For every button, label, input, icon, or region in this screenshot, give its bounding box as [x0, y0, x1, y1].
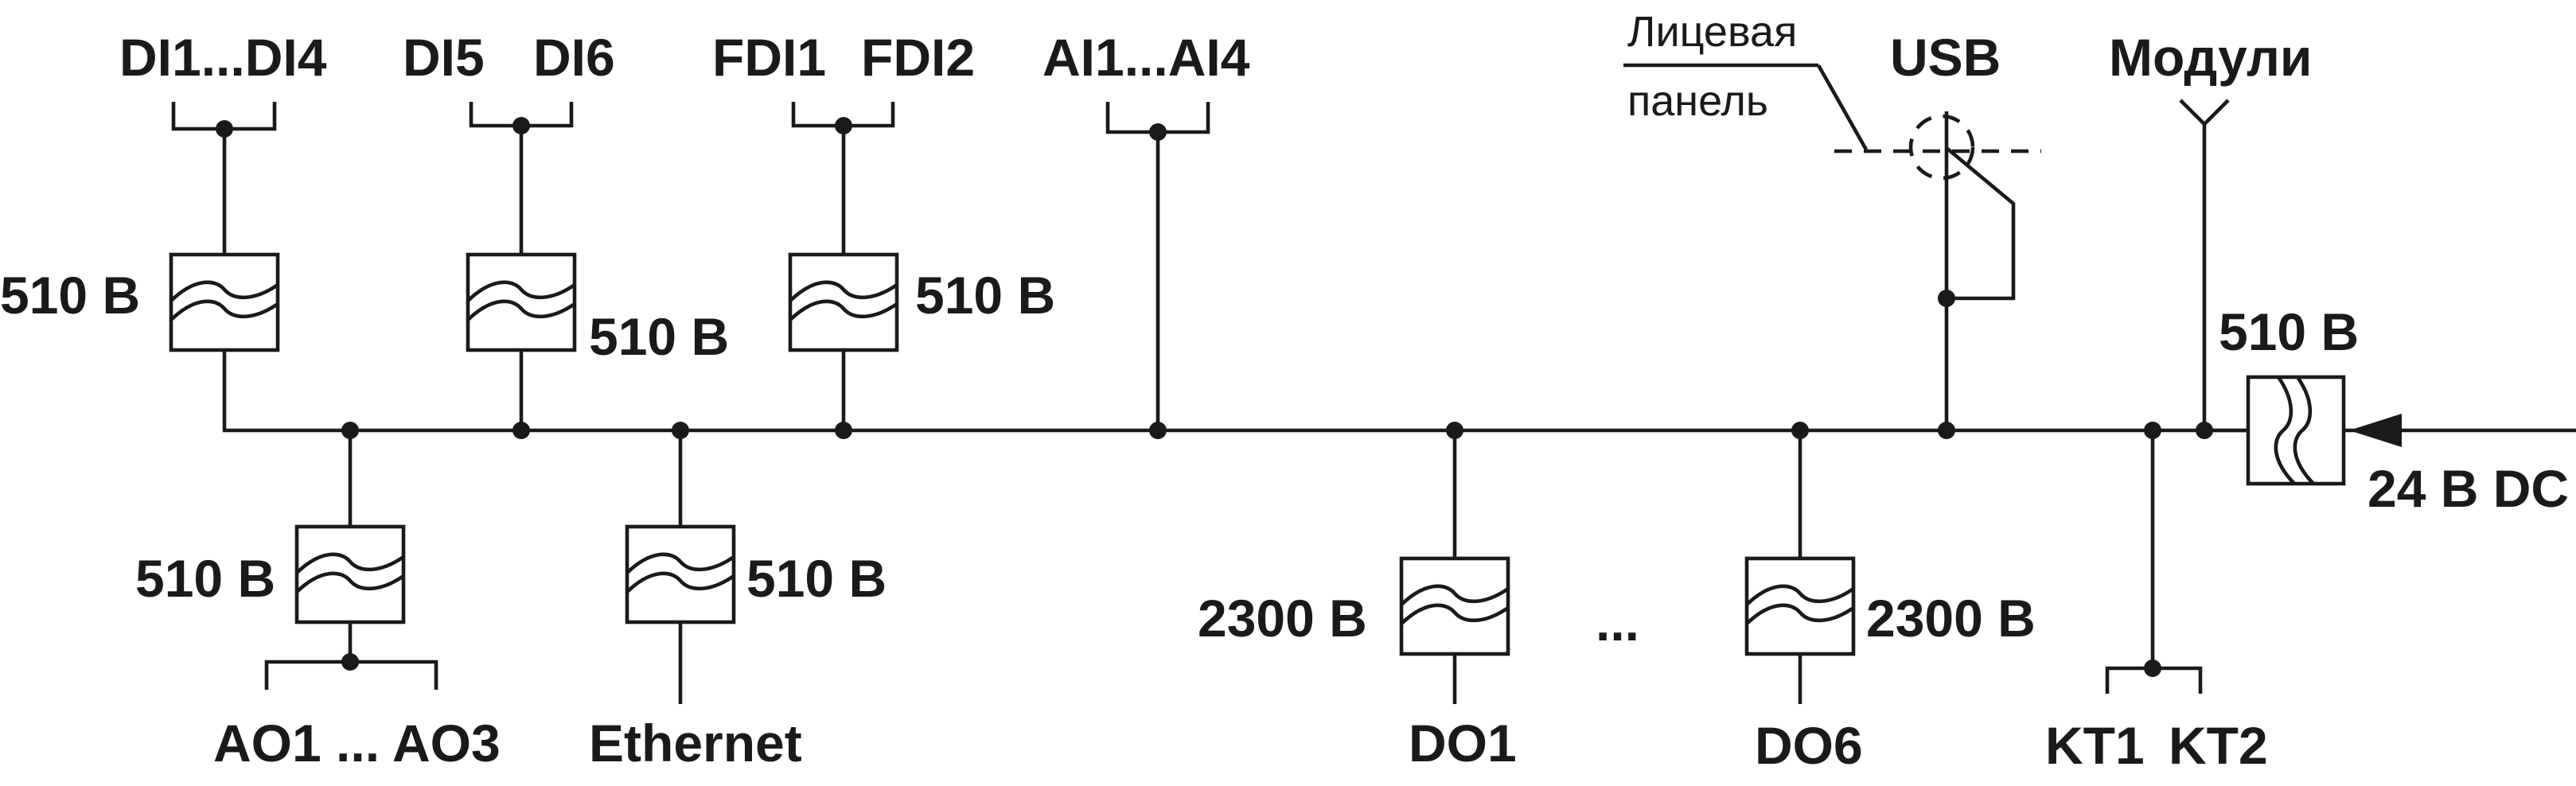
module-connector-icon — [2179, 99, 2230, 127]
junction-dot-icon — [1938, 422, 1955, 439]
di5-label: DI5 — [403, 28, 485, 87]
isolation-barrier-icon — [1747, 558, 1853, 654]
isolation-barrier-icon — [171, 255, 278, 350]
kt-channel: KT1 KT2 — [2045, 422, 2268, 775]
fdi-voltage: 510 В — [915, 266, 1055, 325]
junction-dot-icon — [835, 117, 852, 134]
kt1-label: KT1 — [2045, 716, 2145, 775]
isolation-barrier-icon — [468, 255, 575, 350]
isolation-barrier-icon — [1401, 558, 1508, 654]
junction-dot-icon — [672, 422, 689, 439]
fdi2-label: FDI2 — [861, 28, 975, 87]
do6-channel: 2300 В DO6 — [1747, 422, 2036, 775]
front-panel-label-line2: панель — [1627, 77, 1768, 125]
do1-channel: 2300 В DO1 — [1198, 422, 1517, 772]
usb-channel: Лицевая панель USB — [1623, 8, 2041, 439]
power-input-label: 24 В DC — [2368, 459, 2569, 518]
usb-connector-icon — [1908, 114, 1975, 181]
ao1-3-channel: 510 В AO1 ... AO3 — [135, 422, 501, 772]
modules-channel: Модули — [2109, 28, 2312, 439]
di1-4-voltage: 510 В — [0, 266, 140, 325]
isolation-barrier-icon — [627, 527, 734, 622]
junction-dot-icon — [1149, 422, 1167, 439]
fdi-channel: FDI1 FDI2 510 В — [712, 28, 1055, 439]
fdi1-label: FDI1 — [712, 28, 826, 87]
ai1-4-channel: AI1...AI4 — [1042, 28, 1250, 439]
junction-dot-icon — [512, 422, 530, 439]
junction-dot-icon — [216, 120, 233, 138]
power-input: 510 В 24 В DC — [2204, 302, 2576, 518]
ethernet-voltage: 510 В — [746, 549, 887, 608]
ai1-4-label: AI1...AI4 — [1042, 28, 1250, 87]
modules-label: Модули — [2109, 28, 2312, 87]
do1-voltage: 2300 В — [1198, 589, 1367, 648]
junction-dot-icon — [512, 117, 530, 134]
isolation-barrier-icon — [297, 527, 403, 622]
junction-dot-icon — [341, 653, 359, 671]
junction-dot-icon — [341, 422, 359, 439]
isolation-barrier-icon — [790, 255, 897, 350]
di5-6-channel: DI5 DI6 510 В — [403, 28, 729, 439]
do6-label: DO6 — [1755, 716, 1863, 775]
di5-6-voltage: 510 В — [589, 307, 729, 366]
di1-4-channel: DI1...DI4 510 В — [0, 28, 327, 430]
front-panel-label-line1: Лицевая — [1627, 8, 1797, 56]
power-input-arrow-icon — [2349, 414, 2402, 447]
do6-voltage: 2300 В — [1866, 589, 2036, 648]
junction-dot-icon — [1446, 422, 1463, 439]
junction-dot-icon — [2144, 422, 2161, 439]
ethernet-label: Ethernet — [589, 714, 802, 772]
do1-label: DO1 — [1409, 714, 1517, 772]
junction-dot-icon — [1791, 422, 1809, 439]
di1-4-label: DI1...DI4 — [119, 28, 327, 87]
junction-dot-icon — [1149, 123, 1167, 141]
di6-label: DI6 — [533, 28, 615, 87]
ao1-3-label: AO1 ... AO3 — [213, 714, 501, 772]
usb-label: USB — [1890, 28, 2001, 87]
junction-dot-icon — [1938, 290, 1955, 307]
isolation-barrier-icon — [2248, 377, 2344, 484]
junction-dot-icon — [835, 422, 852, 439]
ethernet-channel: 510 В Ethernet — [589, 422, 887, 772]
kt2-label: KT2 — [2169, 716, 2268, 775]
power-voltage: 510 В — [2219, 302, 2359, 361]
ao1-3-voltage: 510 В — [135, 549, 275, 608]
junction-dot-icon — [2144, 660, 2161, 677]
do-ellipsis: ... — [1596, 593, 1639, 652]
